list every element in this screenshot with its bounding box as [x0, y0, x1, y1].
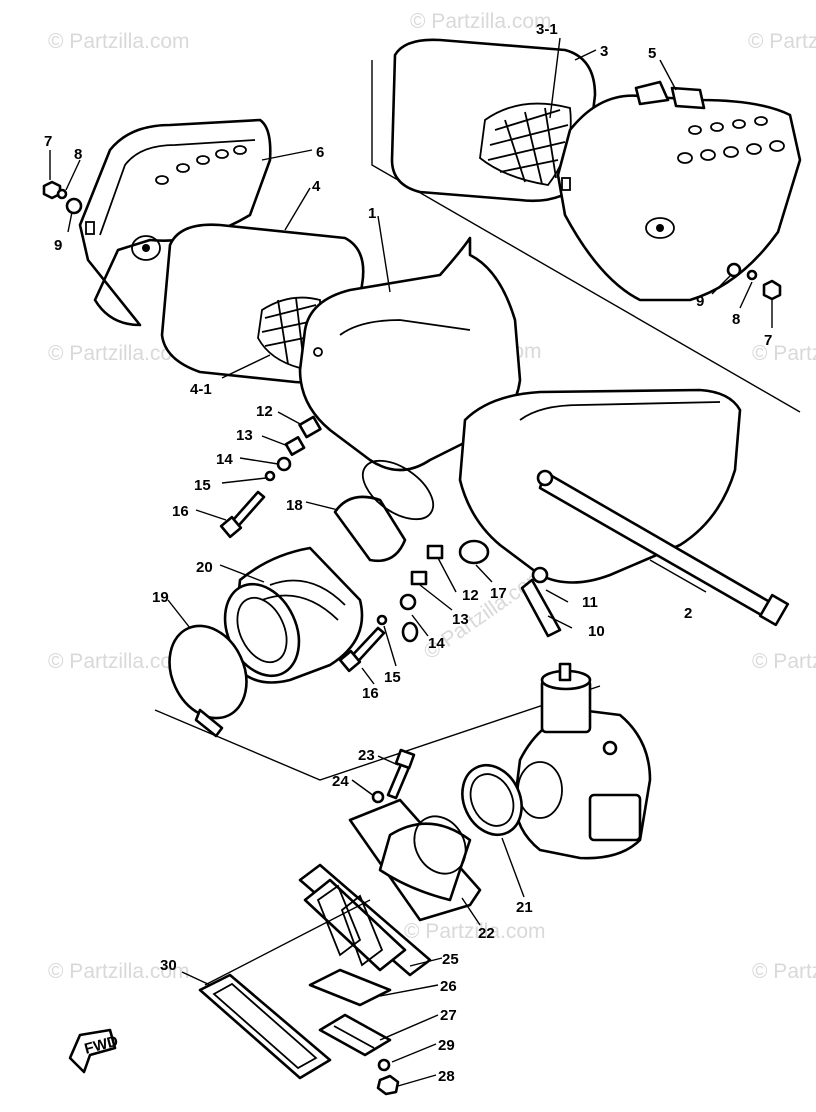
callout-4: 4	[312, 178, 321, 195]
watermark: © Partzilla.com	[48, 342, 190, 365]
air-cleaner-cover-right	[556, 80, 802, 302]
reed-valve-27	[318, 1013, 392, 1057]
watermark: © Partzilla.com	[48, 650, 190, 673]
leader-lines	[49, 37, 773, 1087]
callout-12-left: 12	[256, 403, 273, 420]
callout-11: 11	[582, 594, 598, 611]
air-box-case	[298, 236, 522, 472]
band-18	[333, 459, 435, 563]
watermark: © Partzilla.com	[410, 10, 552, 33]
callout-3-1: 3-1	[536, 21, 558, 38]
callout-13-left: 13	[236, 427, 253, 444]
watermark: © Partzilla.com	[48, 960, 190, 983]
callout-1: 1	[368, 205, 376, 222]
fasteners-left-upper	[42, 180, 83, 215]
fasteners-28-29	[376, 1058, 400, 1096]
callout-28: 28	[438, 1068, 455, 1085]
callout-23: 23	[358, 747, 375, 764]
callout-16-left: 16	[172, 503, 189, 520]
callout-22: 22	[478, 925, 495, 942]
callout-9-left: 9	[54, 237, 62, 254]
watermark: © Partzilla.com	[404, 920, 546, 943]
carburetor	[513, 662, 652, 860]
intake-manifold-22	[348, 798, 482, 922]
reed-block-25	[298, 863, 432, 977]
fasteners-center	[219, 415, 322, 539]
callout-17: 17	[490, 585, 507, 602]
callout-21: 21	[516, 899, 533, 916]
callout-10: 10	[588, 623, 605, 640]
callout-20: 20	[196, 559, 213, 576]
fwd-arrow: FWD	[68, 1028, 120, 1074]
callout-7-left: 7	[44, 133, 52, 150]
watermark: © Partzilla.com	[752, 960, 816, 983]
watermark: © Partzilla.com	[748, 30, 816, 53]
callout-29: 29	[438, 1037, 455, 1054]
filter-case-with-tube	[458, 388, 790, 627]
element-mesh	[487, 107, 569, 185]
gasket-guide-line	[204, 899, 371, 986]
callout-6: 6	[316, 144, 324, 161]
callout-24: 24	[332, 773, 349, 790]
callout-16-right: 16	[362, 685, 379, 702]
clamp-21	[461, 763, 523, 837]
bolt-23-washer-24	[371, 748, 416, 804]
fasteners-right-upper	[726, 262, 782, 301]
callout-2: 2	[684, 605, 692, 622]
callout-8-right: 8	[732, 311, 740, 328]
callout-12-right: 12	[462, 587, 479, 604]
callout-14-right: 14	[428, 635, 445, 652]
callout-15-right: 15	[384, 669, 401, 686]
callout-15-left: 15	[194, 477, 211, 494]
fasteners-right-center	[338, 539, 562, 673]
subassembly-bracket-left	[154, 685, 601, 781]
callout-30: 30	[160, 957, 177, 974]
callout-8-left: 8	[74, 146, 82, 163]
callout-18: 18	[286, 497, 303, 514]
reed-stopper-26	[308, 968, 392, 1007]
watermark: © Partzilla.com	[48, 30, 190, 53]
subassembly-bracket-right	[371, 60, 801, 413]
gasket-30	[198, 973, 332, 1080]
callout-9-right: 9	[696, 293, 704, 310]
callout-labels: 1 2 3 3-1 4 4-1 5 6 7 7 8 8 9 9 10 11 12…	[44, 21, 772, 1085]
watermark: © Partzilla.com	[752, 650, 816, 673]
watermark: © Partzilla.com	[752, 342, 816, 365]
callout-26: 26	[440, 978, 457, 995]
callout-13-right: 13	[452, 611, 469, 628]
callout-4-1: 4-1	[190, 381, 212, 398]
callout-3: 3	[600, 43, 608, 60]
callout-7-right: 7	[764, 332, 772, 349]
callout-14-left: 14	[216, 451, 233, 468]
callout-19: 19	[152, 589, 169, 606]
callout-25: 25	[442, 951, 459, 968]
callout-5: 5	[648, 45, 656, 62]
callout-27: 27	[440, 1007, 457, 1024]
joint-boot-20	[223, 546, 364, 684]
air-cleaner-cover-left	[78, 118, 272, 327]
